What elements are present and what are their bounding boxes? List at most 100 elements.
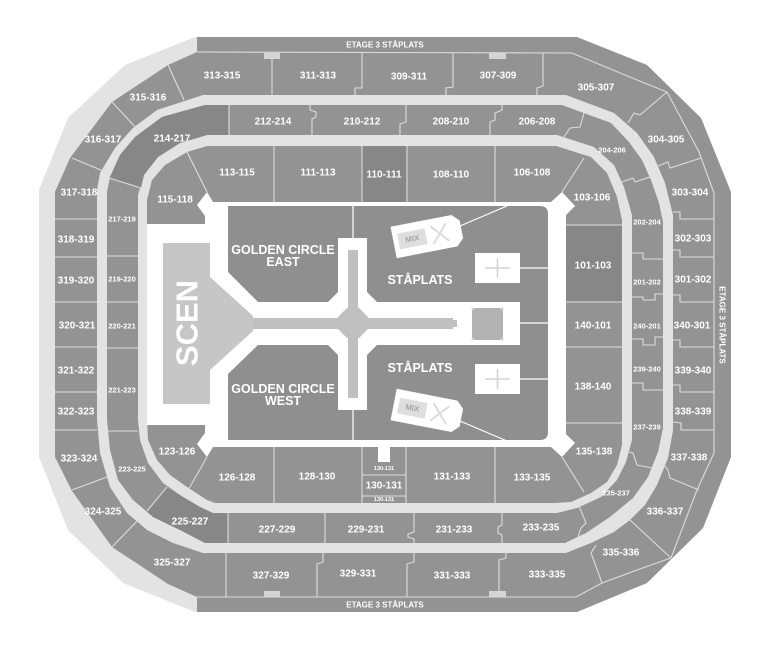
platform-corner xyxy=(500,307,504,311)
section-227-229[interactable]: 227-229 xyxy=(259,525,296,536)
section-111-113[interactable]: 111-113 xyxy=(300,168,335,179)
section-313-315[interactable]: 313-315 xyxy=(204,71,241,82)
level-200-sections: 214-217 212-214 210-212 208-210 206-208 … xyxy=(108,117,661,536)
platform-corner xyxy=(471,307,475,311)
section-329-331[interactable]: 329-331 xyxy=(340,569,377,580)
zone-golden-circle-east[interactable]: GOLDEN CIRCLE xyxy=(231,243,334,257)
section-322-323[interactable]: 322-323 xyxy=(58,407,95,418)
section-202-204[interactable]: 202-204 xyxy=(633,218,661,227)
section-317-318[interactable]: 317-318 xyxy=(61,188,98,199)
section-327-329[interactable]: 327-329 xyxy=(253,571,290,582)
section-302-303[interactable]: 302-303 xyxy=(675,234,712,245)
section-204-206[interactable]: 204-206 xyxy=(598,146,626,155)
section-219-220[interactable]: 219-220 xyxy=(108,275,136,284)
section-126-128[interactable]: 126-128 xyxy=(219,473,256,484)
section-336-337[interactable]: 336-337 xyxy=(647,507,684,518)
stage xyxy=(163,243,210,404)
first-aid-box-upper xyxy=(475,253,520,283)
mix-position-lower: MIX xyxy=(390,388,464,433)
section-304-305[interactable]: 304-305 xyxy=(648,135,685,146)
section-301-302[interactable]: 301-302 xyxy=(675,275,712,286)
section-235-237[interactable]: 235-237 xyxy=(602,489,630,498)
section-110-111[interactable]: 110-111 xyxy=(366,170,401,181)
zone-standing-lower[interactable]: STÅPLATS xyxy=(387,360,452,375)
section-103-106[interactable]: 103-106 xyxy=(574,193,611,204)
runway-hub xyxy=(338,308,368,338)
zone-standing-upper[interactable]: STÅPLATS xyxy=(387,272,452,287)
level-100-sections: 115-118 113-115 111-113 110-111 108-110 … xyxy=(157,168,613,504)
section-315-316[interactable]: 315-316 xyxy=(130,93,167,104)
section-305-307[interactable]: 305-307 xyxy=(578,83,615,94)
section-131-133[interactable]: 131-133 xyxy=(434,472,471,483)
section-337-338[interactable]: 337-338 xyxy=(671,453,708,464)
section-229-231[interactable]: 229-231 xyxy=(348,525,385,536)
section-239-240[interactable]: 239-240 xyxy=(633,365,661,374)
section-214-217[interactable]: 214-217 xyxy=(154,134,191,145)
section-319-320[interactable]: 319-320 xyxy=(58,276,95,287)
zone-golden-circle-west[interactable]: GOLDEN CIRCLE xyxy=(231,382,334,396)
section-106-108[interactable]: 106-108 xyxy=(514,168,551,179)
section-140-101[interactable]: 140-101 xyxy=(575,321,612,332)
section-223-225[interactable]: 223-225 xyxy=(118,465,146,474)
section-135-138[interactable]: 135-138 xyxy=(576,447,613,458)
section-130-131[interactable]: 130-131 xyxy=(366,481,403,492)
section-335-336[interactable]: 335-336 xyxy=(603,548,640,559)
section-339-340[interactable]: 339-340 xyxy=(675,366,712,377)
section-113-115[interactable]: 113-115 xyxy=(219,168,255,179)
section-217-219[interactable]: 217-219 xyxy=(108,215,136,224)
zone-golden-circle-east[interactable]: EAST xyxy=(266,255,300,269)
standing-band-bottom[interactable]: ETAGE 3 STÅPLATS xyxy=(346,601,424,610)
section-225-227-shape[interactable] xyxy=(147,488,228,543)
section-324-325[interactable]: 324-325 xyxy=(85,507,122,518)
aisle-notch xyxy=(378,447,390,462)
platform-corner xyxy=(471,337,475,341)
section-340-301[interactable]: 340-301 xyxy=(674,321,711,332)
section-316-317[interactable]: 316-317 xyxy=(85,135,122,146)
section-138-140[interactable]: 138-140 xyxy=(575,382,612,393)
mix-label: MIX xyxy=(404,233,420,245)
section-206-208[interactable]: 206-208 xyxy=(519,117,556,128)
section-225-227[interactable]: 225-227 xyxy=(172,517,209,528)
section-220-221[interactable]: 220-221 xyxy=(108,322,136,331)
section-101-103[interactable]: 101-103 xyxy=(575,261,612,272)
stage-label: SCEN xyxy=(170,280,205,366)
section-212-214[interactable]: 212-214 xyxy=(255,117,292,128)
section-231-233[interactable]: 231-233 xyxy=(436,525,473,536)
section-323-324[interactable]: 323-324 xyxy=(61,454,98,465)
section-101-103-shape[interactable] xyxy=(566,225,622,302)
section-338-339[interactable]: 338-339 xyxy=(675,407,712,418)
section-307-309[interactable]: 307-309 xyxy=(480,71,517,82)
section-123-126[interactable]: 123-126 xyxy=(159,447,196,458)
section-311-313[interactable]: 311-313 xyxy=(300,71,337,82)
section-240-201[interactable]: 240-201 xyxy=(633,322,661,331)
zone-golden-circle-west[interactable]: WEST xyxy=(265,394,301,408)
section-108-110[interactable]: 108-110 xyxy=(433,170,470,181)
entrance-marker xyxy=(489,53,506,59)
platform-corner xyxy=(500,337,504,341)
section-130-131-upper[interactable]: 130-131 xyxy=(374,466,394,472)
section-325-327[interactable]: 325-327 xyxy=(154,558,191,569)
runway-end xyxy=(453,320,457,327)
section-110-111-shape[interactable] xyxy=(362,146,407,202)
section-130-131-lower[interactable]: 130-131 xyxy=(374,497,394,503)
section-221-223[interactable]: 221-223 xyxy=(108,386,136,395)
section-115-118[interactable]: 115-118 xyxy=(157,195,193,206)
section-dividers xyxy=(55,51,715,598)
section-303-304[interactable]: 303-304 xyxy=(672,188,709,199)
section-210-212[interactable]: 210-212 xyxy=(344,117,381,128)
standing-band-top[interactable]: ETAGE 3 STÅPLATS xyxy=(346,41,424,50)
section-201-202[interactable]: 201-202 xyxy=(633,278,661,287)
section-133-135[interactable]: 133-135 xyxy=(514,473,551,484)
section-237-239[interactable]: 237-239 xyxy=(633,423,661,432)
section-318-319[interactable]: 318-319 xyxy=(58,235,95,246)
section-320-321[interactable]: 320-321 xyxy=(59,321,96,332)
section-208-210[interactable]: 208-210 xyxy=(433,117,470,128)
section-331-333[interactable]: 331-333 xyxy=(434,571,471,582)
section-309-311[interactable]: 309-311 xyxy=(391,72,428,83)
section-214-217-shape[interactable] xyxy=(109,105,229,188)
section-233-235[interactable]: 233-235 xyxy=(523,523,560,534)
section-333-335[interactable]: 333-335 xyxy=(529,570,566,581)
section-321-322[interactable]: 321-322 xyxy=(58,366,95,377)
section-128-130[interactable]: 128-130 xyxy=(299,472,336,483)
standing-band-right[interactable]: ETAGE 3 STÅPLATS xyxy=(718,286,727,364)
